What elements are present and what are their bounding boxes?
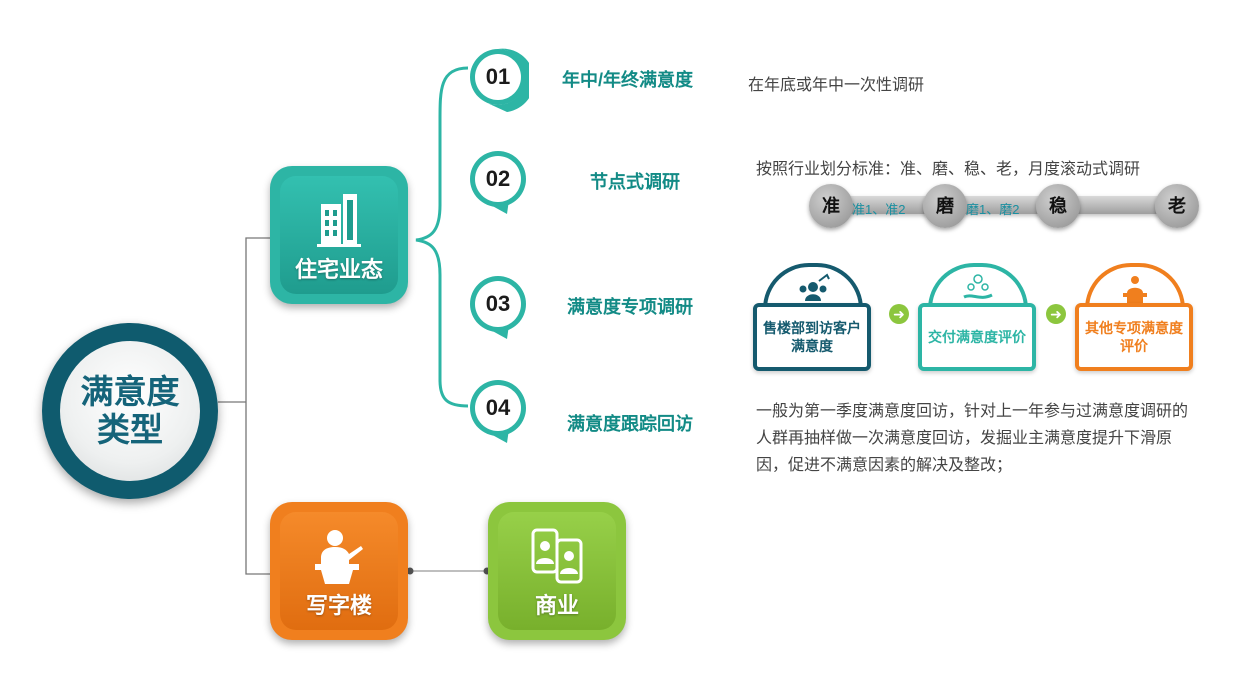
stage-sub-label: 准1、准2 (852, 202, 906, 217)
item-number-text: 02 (485, 166, 511, 191)
stage-node: 磨 (923, 184, 967, 228)
item-number-03: 03 (467, 273, 529, 339)
root-label: 满意度类型 (80, 373, 180, 448)
presenter-icon (1123, 276, 1147, 303)
survey-card: 交付满意度评价 (918, 303, 1036, 371)
stage-node: 准 (809, 184, 853, 228)
survey-card: 售楼部到访客户满意度 (753, 303, 871, 371)
root-node: 满意度类型 (42, 323, 218, 499)
item-description: 一般为第一季度满意度回访，针对上一年参与过满意度调研的人群再抽样做一次满意度回访… (756, 403, 1189, 474)
hand-people-icon (963, 274, 993, 299)
presenter-icon (315, 530, 363, 584)
item-number-text: 03 (485, 291, 511, 316)
category-residential: 住宅业态 (270, 166, 408, 304)
stage-node: 稳 (1036, 184, 1080, 228)
category-commercial: 商业 (488, 502, 626, 640)
item-title: 满意度专项调研 (567, 297, 693, 317)
arrow-right-icon: ➜ (1046, 304, 1066, 324)
item-title: 节点式调研 (590, 172, 680, 192)
category-label: 写字楼 (305, 593, 372, 618)
item-title: 满意度跟踪回访 (567, 414, 693, 434)
customer-group-icon (799, 273, 830, 301)
stage-sub-label: 磨1、磨2 (966, 202, 1020, 217)
category-office: 写字楼 (270, 502, 408, 640)
item-number-01: 01 (467, 46, 535, 112)
arrow-right-icon: ➜ (889, 304, 909, 324)
category-label: 商业 (534, 593, 579, 618)
category-label: 住宅业态 (294, 257, 383, 282)
item-number-text: 04 (485, 395, 511, 420)
item-number-02: 02 (467, 148, 529, 214)
stage-node: 老 (1155, 184, 1199, 228)
item-description: 在年底或年中一次性调研 (748, 77, 925, 94)
item-number-04: 04 (467, 377, 529, 443)
stage-bar (835, 196, 1180, 214)
item-description: 按照行业划分标准：准、磨、稳、老，月度滚动式调研 (756, 161, 1141, 178)
item-number-text: 01 (485, 64, 511, 89)
survey-card: 其他专项满意度评价 (1075, 303, 1193, 371)
phones-people-icon (531, 528, 583, 584)
building-icon (317, 194, 361, 247)
item-title: 年中/年终满意度 (562, 70, 694, 90)
